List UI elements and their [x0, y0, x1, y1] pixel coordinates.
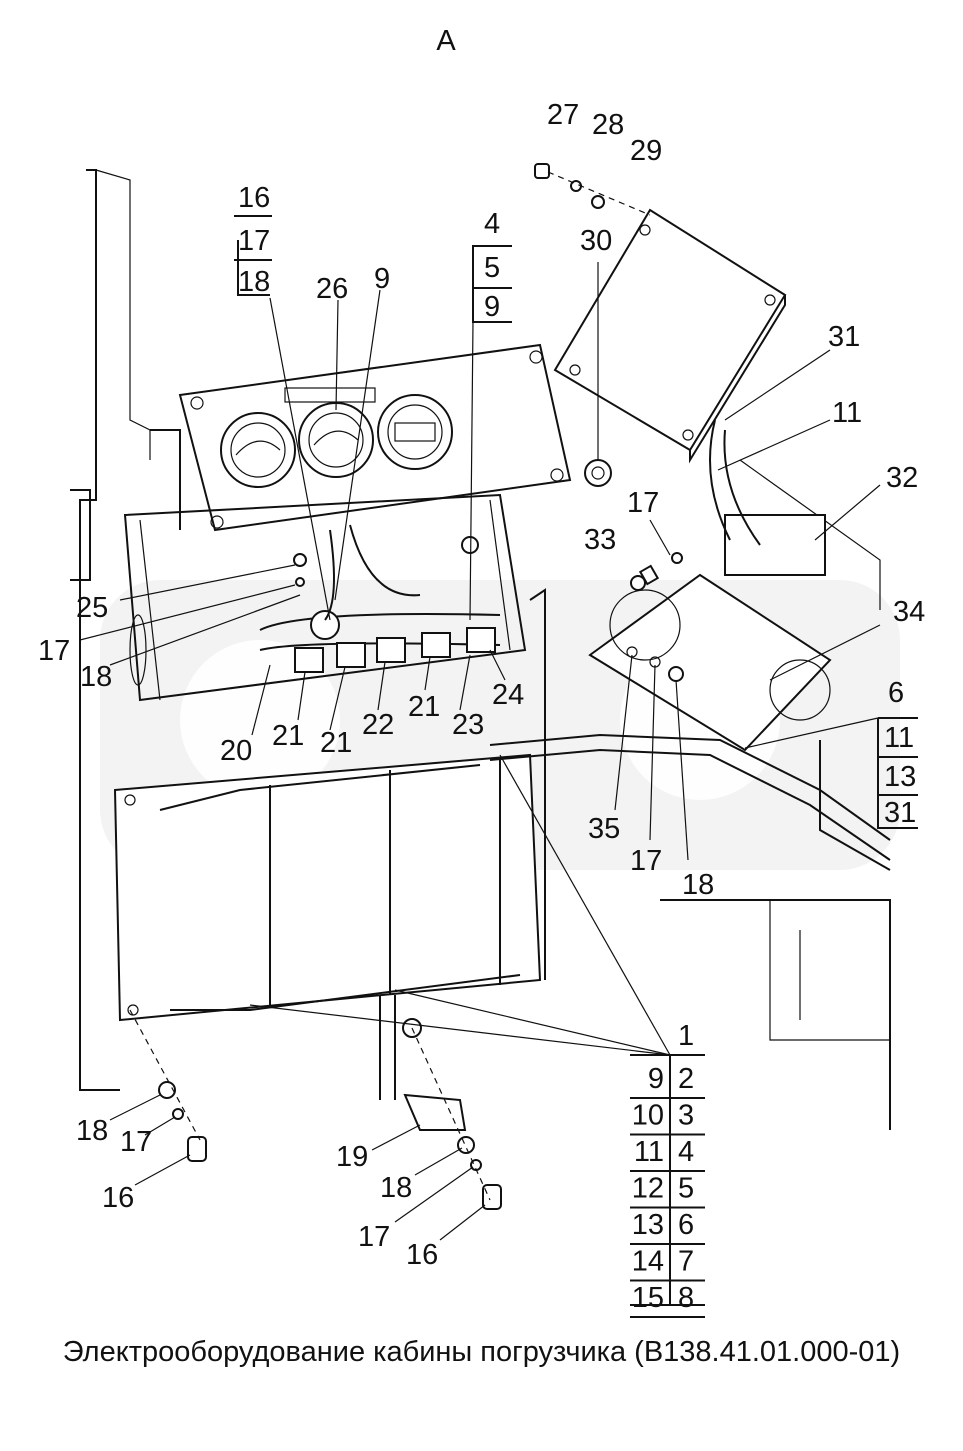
gauge-left	[220, 412, 296, 488]
wire-loom	[379, 588, 891, 1100]
callout-17: 17	[238, 225, 270, 257]
table-cell-right: 4	[678, 1136, 694, 1168]
callout-16c: 16	[406, 1239, 438, 1271]
callout-17f: 17	[358, 1221, 390, 1253]
callout-29: 29	[630, 135, 662, 167]
table-cell-left: 10	[632, 1100, 664, 1132]
figure-caption: Электрооборудование кабины погрузчика (В…	[62, 1336, 901, 1368]
callout-17d: 17	[630, 845, 662, 877]
gauge-right	[377, 394, 453, 470]
callout-30: 30	[580, 225, 612, 257]
callout-17c: 17	[38, 635, 70, 667]
callout-31: 31	[828, 321, 860, 353]
table-cell-left: 15	[632, 1282, 664, 1314]
callout-18b: 18	[80, 661, 112, 693]
callout-9b: 9	[484, 291, 500, 323]
table-cell-right: 7	[678, 1246, 694, 1278]
cabin-wall-right	[660, 459, 891, 1130]
callout-17b: 17	[627, 487, 659, 519]
callout-21b: 21	[320, 727, 352, 759]
cabin-wall-left	[70, 169, 151, 1091]
callout-31b: 31	[884, 797, 916, 829]
callout-16: 16	[238, 182, 270, 214]
callout-19: 19	[336, 1141, 368, 1173]
table-cell-left: 11	[634, 1136, 664, 1168]
callout-labels: А 16 17 18 26 9 4 5 9 27 28 29 30 31 11 …	[38, 25, 925, 1271]
callout-16b: 16	[102, 1182, 134, 1214]
callout-27: 27	[547, 99, 579, 131]
callout-33: 33	[584, 524, 616, 556]
table-cell-right: 5	[678, 1173, 694, 1205]
table-cell-left: 9	[648, 1063, 664, 1095]
callout-11b: 11	[884, 722, 914, 754]
fuse-board	[113, 753, 542, 1022]
table-cell-right: 8	[678, 1282, 694, 1314]
callout-32: 32	[886, 462, 918, 494]
table-top-1: 1	[678, 1020, 694, 1052]
panel-frame	[123, 429, 527, 702]
callout-21c: 21	[408, 691, 440, 723]
table-cell-left: 13	[632, 1209, 664, 1241]
callout-22: 22	[362, 709, 394, 741]
table-cell-left: 12	[632, 1173, 664, 1205]
table-cell-right: 2	[678, 1063, 694, 1095]
view-label: А	[436, 25, 456, 57]
callout-18e: 18	[380, 1172, 412, 1204]
callout-34: 34	[893, 596, 925, 628]
callout-18: 18	[238, 266, 270, 298]
callout-18d: 18	[76, 1115, 108, 1147]
relay-row	[259, 524, 501, 673]
callout-26: 26	[316, 273, 348, 305]
callout-17e: 17	[120, 1126, 152, 1158]
callout-20: 20	[220, 735, 252, 767]
callout-25: 25	[76, 592, 108, 624]
table-cell-right: 6	[678, 1209, 694, 1241]
callout-6: 6	[888, 677, 904, 709]
callout-4: 4	[484, 208, 500, 240]
callout-5: 5	[484, 252, 500, 284]
table-cell-right: 3	[678, 1100, 694, 1132]
table-cell-left: 14	[632, 1246, 664, 1278]
cover-plate	[553, 208, 787, 487]
callout-11: 11	[832, 397, 862, 429]
leader-lines	[79, 240, 918, 1305]
fasteners	[129, 163, 683, 1210]
callout-35: 35	[588, 813, 620, 845]
callout-28: 28	[592, 109, 624, 141]
callout-23: 23	[452, 709, 484, 741]
callout-21a: 21	[272, 720, 304, 752]
callout-13: 13	[884, 761, 916, 793]
junction-box	[588, 419, 832, 752]
callout-24: 24	[492, 679, 524, 711]
callout-18c: 18	[682, 869, 714, 901]
callout-9: 9	[374, 263, 390, 295]
